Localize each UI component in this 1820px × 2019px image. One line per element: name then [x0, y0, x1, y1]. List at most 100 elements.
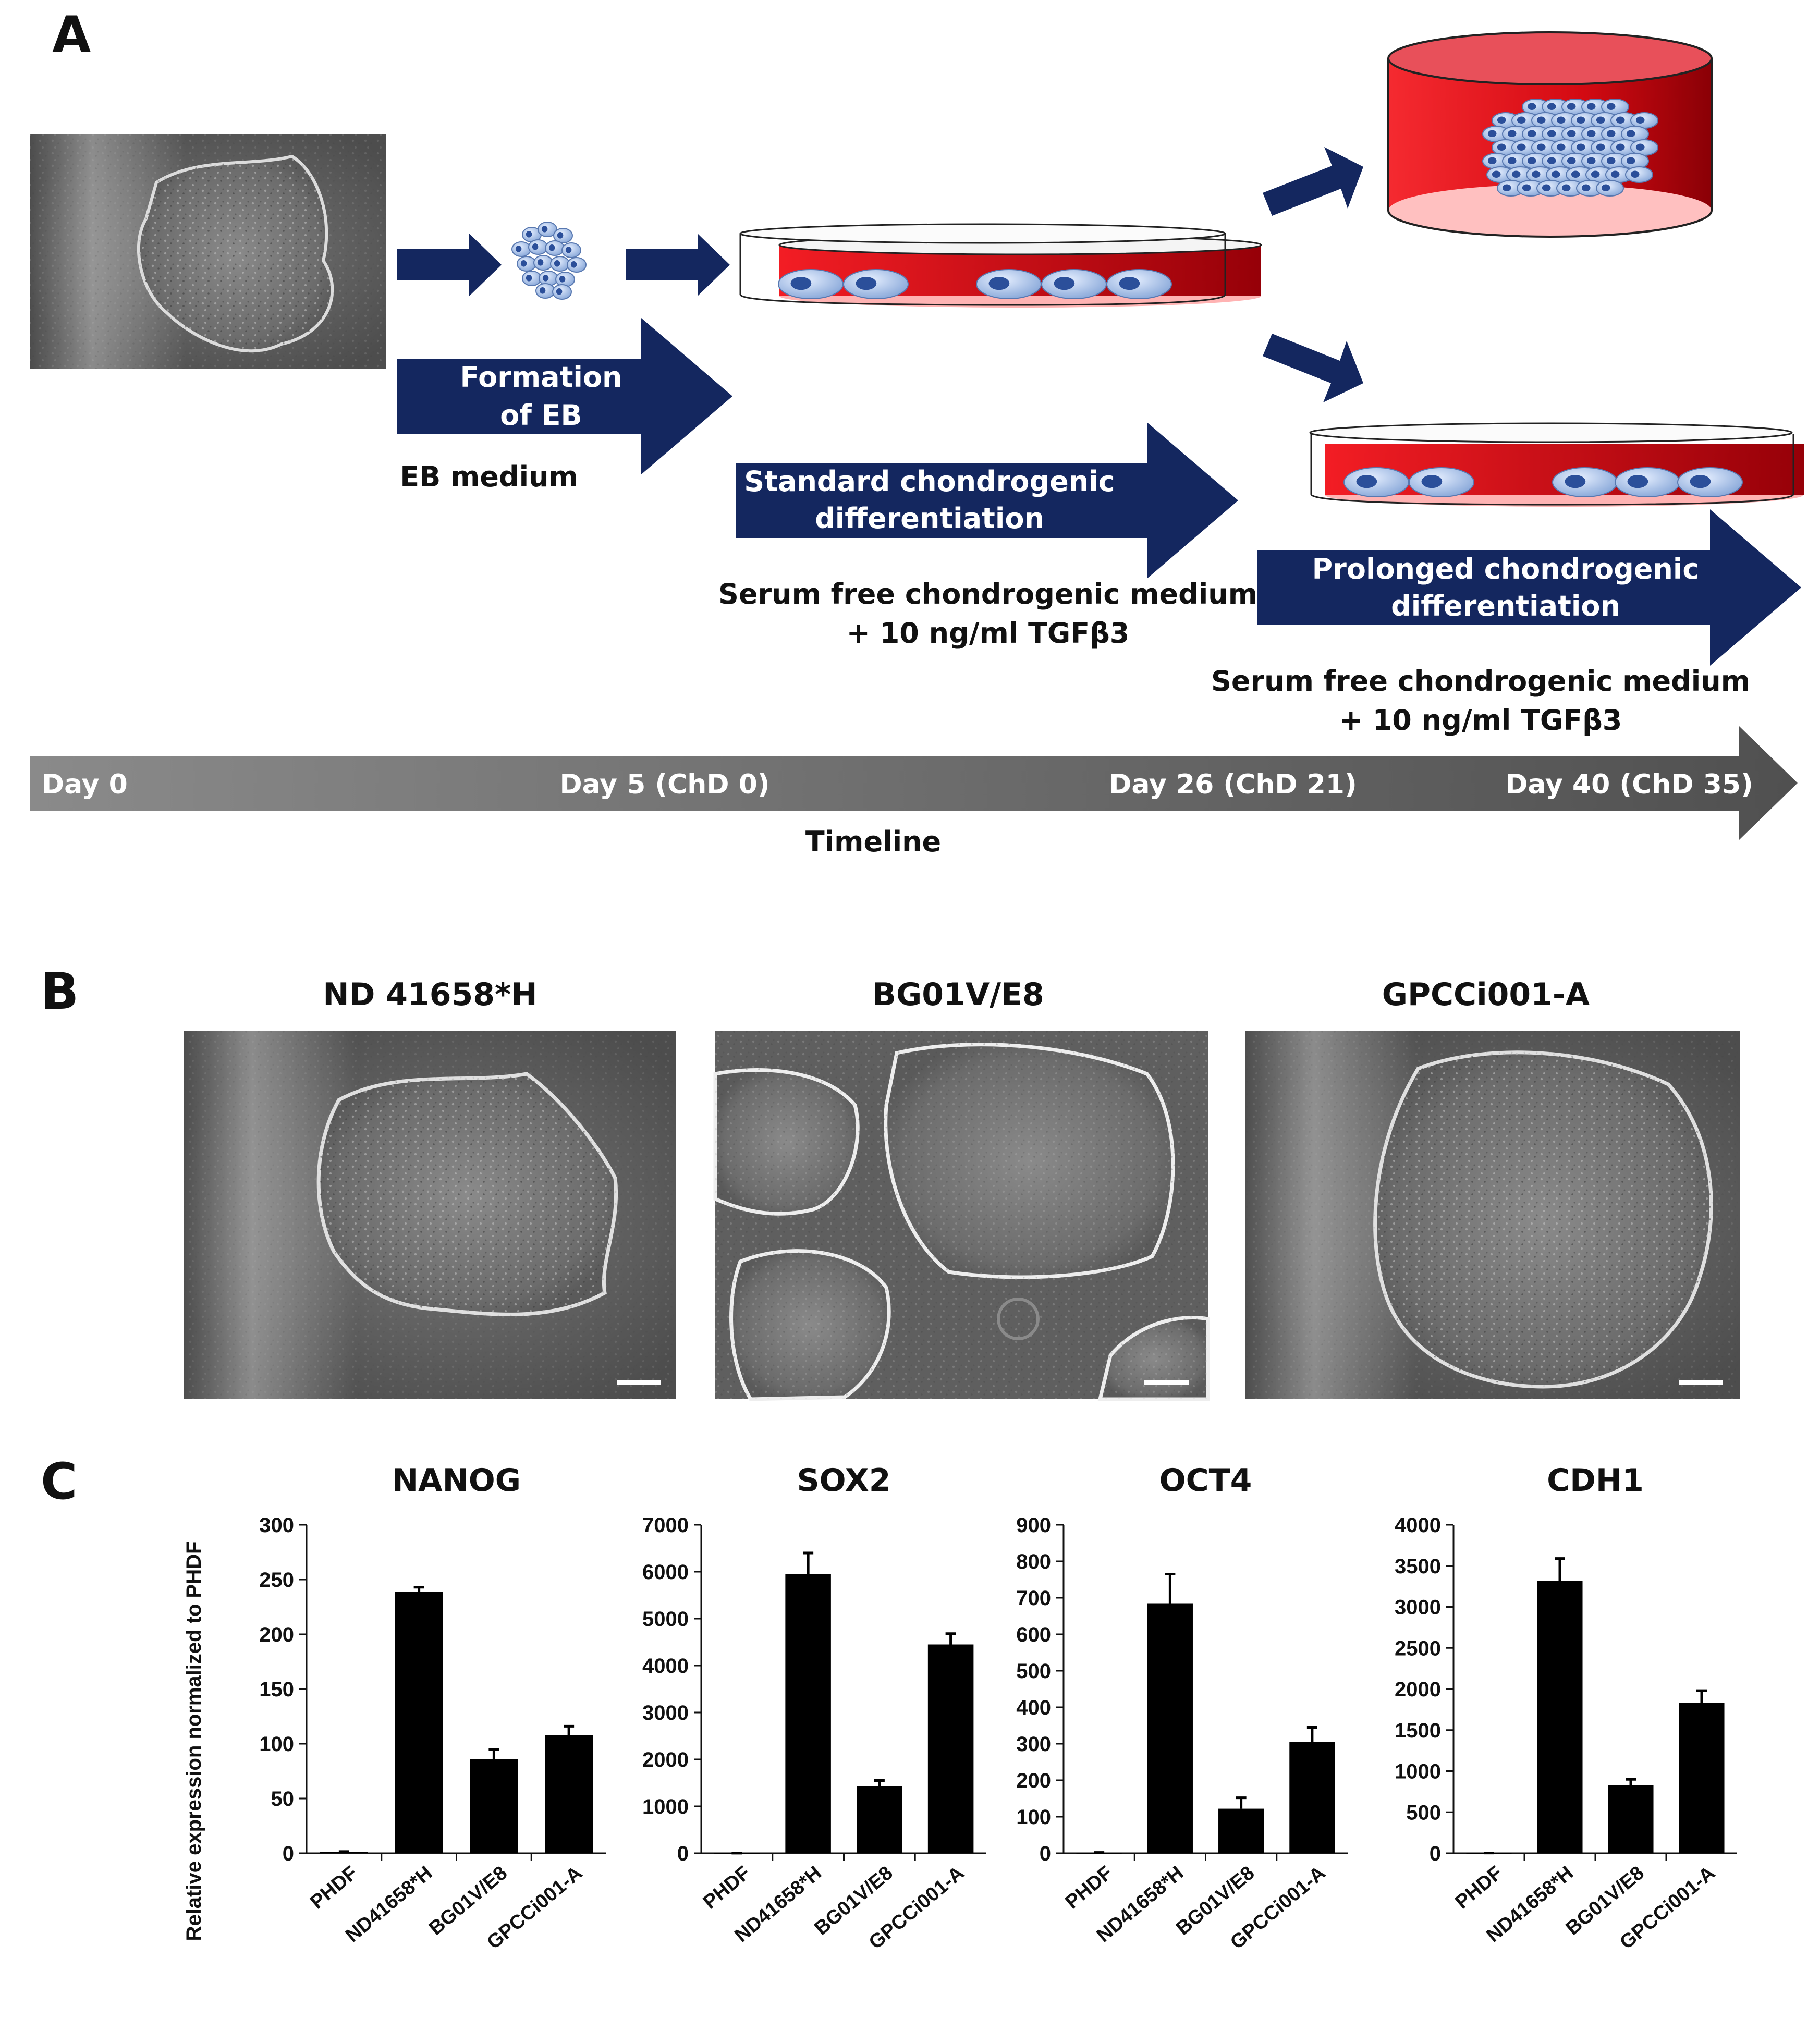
cell-icon	[1502, 153, 1530, 169]
bar-gpcci001-a	[927, 1644, 974, 1853]
y-axis-label: Relative expression normalized to PHDF	[182, 1541, 205, 1941]
arrow-eb-line2: of EB	[500, 399, 582, 432]
arrow-prolonged-line1: Prolonged chondrogenic	[1312, 553, 1700, 585]
cell-icon	[1343, 467, 1409, 497]
bar-nd41658*h	[1147, 1603, 1193, 1853]
y-tick-label: 2000	[1395, 1678, 1441, 1701]
scale-bar-3	[1679, 1380, 1723, 1385]
bar-nd41658*h	[785, 1574, 831, 1853]
cell-icon	[1581, 126, 1609, 142]
cell-icon	[552, 284, 572, 300]
y-tick-label: 100	[259, 1733, 294, 1756]
panel-letter-c: C	[41, 1452, 77, 1511]
micrograph-nd41658	[184, 1031, 676, 1399]
medium-prolonged-line1: Serum free chondrogenic medium	[1211, 665, 1750, 698]
cell-icon	[1546, 166, 1574, 183]
medium-prolonged-line2: + 10 ng/ml TGFβ3	[1339, 704, 1622, 737]
chart-nanog: NANOG050100150200250300PHDFND41658*HBG01…	[259, 1462, 606, 1954]
chart-title: SOX2	[797, 1462, 890, 1499]
y-tick-label: 4000	[642, 1655, 689, 1678]
arrow-standard-differentiation: Standard chondrogenic differentiation	[736, 422, 1238, 579]
y-tick-label: 400	[1016, 1696, 1051, 1719]
bar-nd41658*h	[395, 1592, 443, 1853]
bar-gpcci001-a	[1679, 1703, 1725, 1853]
y-tick-label: 200	[259, 1623, 294, 1646]
scale-bar-2	[1144, 1380, 1189, 1385]
eb-medium-label: EB medium	[400, 460, 578, 493]
cell-icon	[1522, 153, 1550, 169]
cell-icon	[1409, 467, 1474, 497]
cell-icon	[538, 222, 557, 237]
cell-icon	[1561, 153, 1590, 169]
bar-nd41658*h	[1537, 1581, 1583, 1853]
cell-icon	[511, 241, 531, 257]
cell-icon	[522, 271, 542, 286]
cell-icon	[1556, 180, 1584, 197]
y-tick-label: 300	[1016, 1733, 1051, 1756]
cell-icon	[1486, 166, 1514, 183]
arrow-prolonged-line2: differentiation	[1391, 590, 1620, 622]
micrograph-bg01v	[713, 1031, 1210, 1401]
cell-icon	[1552, 467, 1618, 497]
micrograph-title-1: ND 41658*H	[323, 976, 537, 1013]
cell-icon	[561, 242, 581, 258]
y-tick-label: 0	[1040, 1842, 1051, 1865]
timeline-day-0: Day 0	[42, 769, 128, 800]
x-tick-label: PHDF	[1061, 1862, 1117, 1914]
cell-icon	[1041, 269, 1107, 299]
dish-cells-standard	[778, 269, 1172, 299]
x-tick-label: PHDF	[306, 1862, 361, 1914]
cell-icon	[555, 272, 575, 287]
bar-charts: NANOG050100150200250300PHDFND41658*HBG01…	[259, 1462, 1737, 1954]
arrow-up-to-pellet	[1263, 147, 1363, 216]
timeline-arrow: Day 0 Day 5 (ChD 0) Day 26 (ChD 21) Day …	[30, 726, 1798, 840]
y-tick-label: 1500	[1395, 1719, 1441, 1742]
y-tick-label: 3500	[1395, 1555, 1441, 1578]
x-tick-label: PHDF	[1451, 1862, 1507, 1914]
cell-icon	[1630, 139, 1658, 156]
bar-bg01v/e8	[1608, 1785, 1654, 1853]
cell-icon	[1492, 112, 1520, 129]
y-tick-label: 6000	[642, 1561, 689, 1584]
embryoid-body-icon	[511, 222, 587, 300]
cell-icon	[1615, 467, 1680, 497]
cell-icon	[1536, 180, 1565, 197]
y-tick-label: 250	[259, 1569, 294, 1592]
timeline-day-5: Day 5 (ChD 0)	[559, 769, 769, 800]
y-tick-label: 300	[259, 1514, 294, 1537]
medium-standard-line1: Serum free chondrogenic medium	[718, 578, 1257, 610]
cell-icon	[517, 256, 536, 272]
timeline-label: Timeline	[805, 825, 941, 858]
cell-icon	[1542, 99, 1570, 115]
arrow-prolonged-differentiation: Prolonged chondrogenic differentiation	[1257, 509, 1801, 666]
chart-title: CDH1	[1547, 1462, 1644, 1499]
cell-icon	[545, 240, 565, 256]
dish-cells-prolonged	[1343, 467, 1743, 497]
bar-gpcci001-a	[1289, 1742, 1335, 1853]
y-tick-label: 500	[1016, 1660, 1051, 1683]
y-tick-label: 0	[1430, 1842, 1441, 1865]
cell-icon	[533, 255, 553, 271]
timeline-day-26: Day 26 (ChD 21)	[1109, 769, 1357, 800]
cell-icon	[1621, 153, 1649, 169]
bar-bg01v/e8	[470, 1759, 518, 1853]
y-tick-label: 700	[1016, 1587, 1051, 1610]
cell-icon	[1551, 112, 1579, 129]
cell-icon	[553, 228, 573, 243]
cell-icon	[1497, 180, 1525, 197]
y-tick-label: 2500	[1395, 1637, 1441, 1660]
y-tick-label: 4000	[1395, 1514, 1441, 1537]
arrow-to-eb	[397, 234, 502, 296]
chart-cdh1: CDH105001000150020002500300035004000PHDF…	[1395, 1462, 1737, 1954]
cell-icon	[843, 269, 909, 299]
y-tick-label: 3000	[1395, 1596, 1441, 1619]
micrograph-title-3: GPCCi001-A	[1382, 976, 1590, 1013]
y-tick-label: 0	[677, 1842, 689, 1865]
y-tick-label: 7000	[642, 1514, 689, 1537]
cell-icon	[1610, 139, 1639, 156]
y-tick-label: 800	[1016, 1550, 1051, 1573]
scale-bar-1	[617, 1380, 661, 1385]
arrow-to-dish	[626, 234, 730, 296]
bar-gpcci001-a	[545, 1735, 593, 1853]
